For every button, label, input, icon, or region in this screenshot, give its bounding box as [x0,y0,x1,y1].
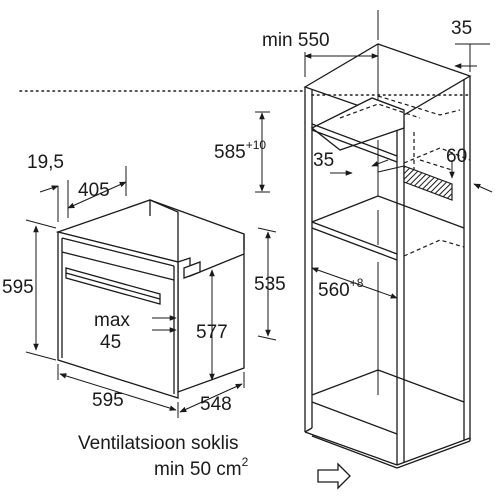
label-oven-front-width: 595 [92,390,124,411]
label-oven-body-height: 535 [254,274,286,295]
cabinet-drawing [303,43,472,490]
label-niche-height: 585+10 [214,138,266,163]
oven-drawing [55,199,245,399]
label-max-gap-line2: 45 [100,332,121,353]
label-niche-width: 560+8 [318,276,364,301]
rear-ventilation-opening [403,165,453,201]
dimension-labels: min 550 35 585+10 35 60 560+8 19,5 405 5… [2,18,472,480]
note-ventilation-line1: Ventilatsioon soklis [78,433,239,454]
label-oven-top-depth: 405 [78,180,110,201]
label-cabinet-rear-depth: 35 [451,18,472,39]
airflow-arrow-icon [317,462,351,490]
label-oven-front-height: 595 [2,277,34,298]
label-niche-back-width: 60 [446,146,467,167]
oven-dimensions [25,166,277,418]
label-niche-back-depth: 35 [313,150,334,171]
note-ventilation-line2: min 50 cm2 [154,455,249,480]
cabinet-dimensions [255,10,493,299]
label-max-gap-line1: max [94,310,130,331]
label-cabinet-min-width: min 550 [262,30,330,51]
label-oven-front-offset: 19,5 [27,152,64,173]
label-oven-depth: 548 [200,394,232,415]
upper-shelf [310,97,405,151]
label-oven-body-height-front: 577 [196,322,228,343]
